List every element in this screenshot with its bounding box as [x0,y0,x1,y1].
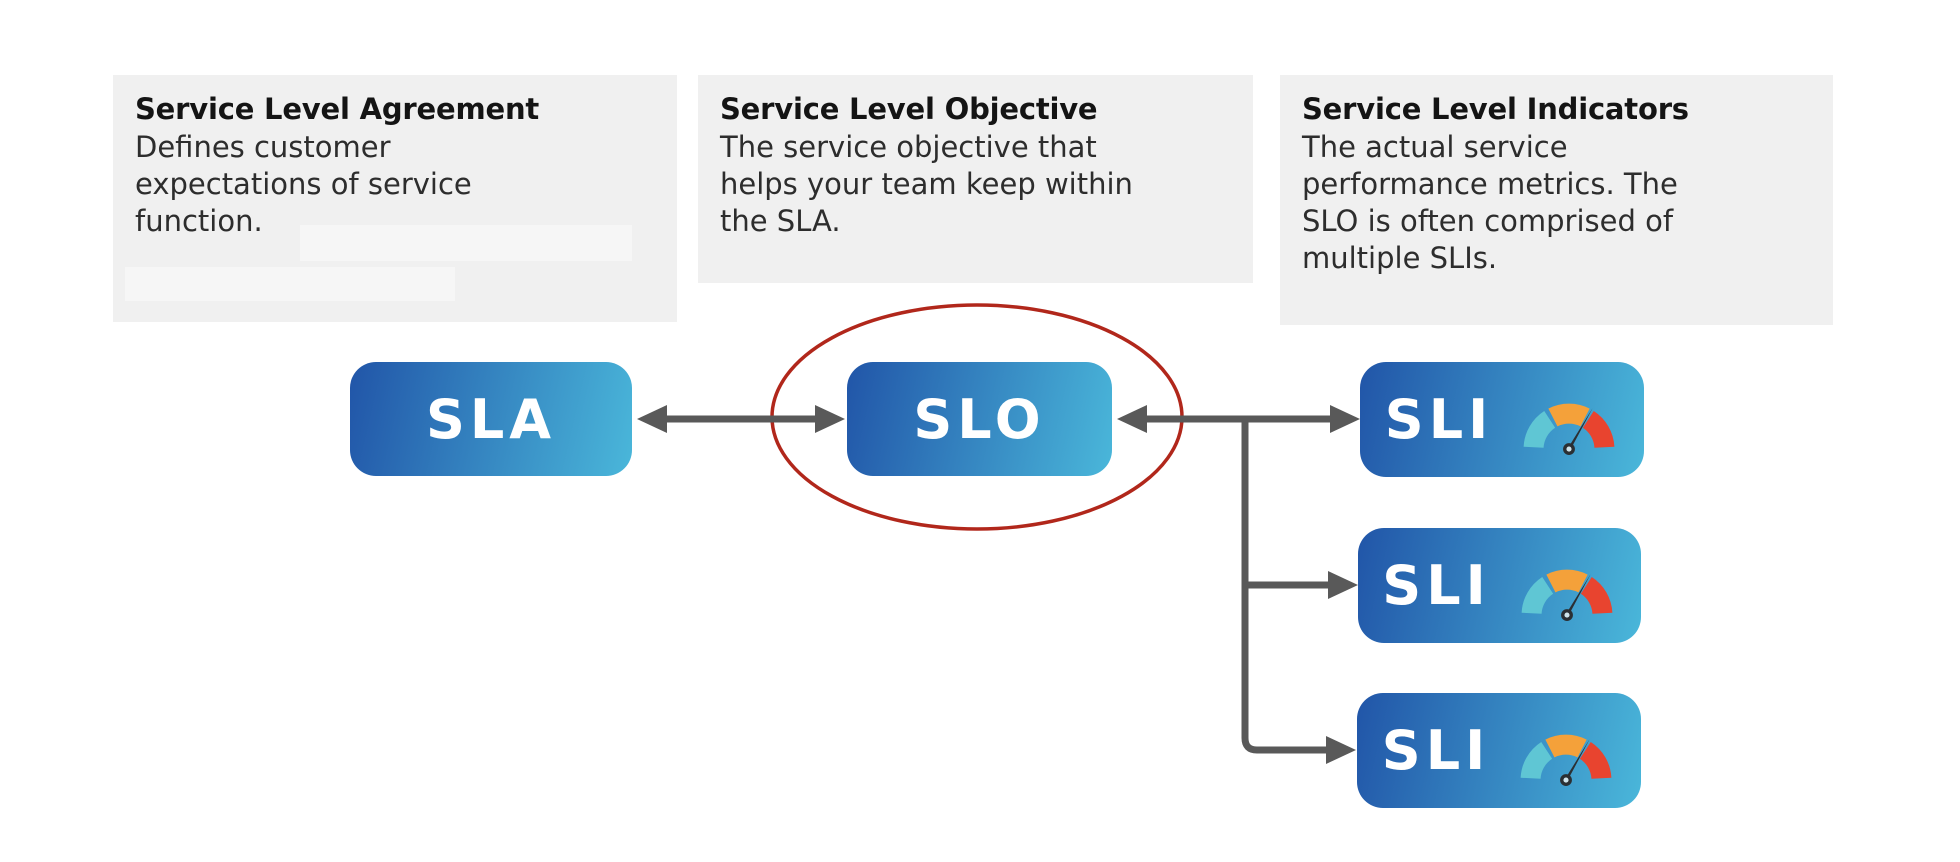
gauge-icon [1521,569,1613,621]
node-sli-3: SLI [1357,693,1641,808]
arrow-sla-slo [637,405,845,433]
gauge-icon [1520,734,1612,786]
node-label: SLI [1381,719,1491,782]
infobox-title: Service Level Indicators [1302,92,1689,126]
node-sla: SLA [350,362,632,476]
arrow-trunk-sli-2 [1245,571,1358,599]
gauge-icon [1523,403,1615,455]
arrow-slo-sli-1 [1117,405,1360,433]
node-label: SLI [1382,554,1491,617]
node-slo: SLO [847,362,1112,476]
infobox-service-level-indicators: Service Level Indicators The actual serv… [1280,75,1833,325]
infobox-service-level-objective: Service Level Objective The service obje… [698,75,1253,283]
infobox-service-level-agreement: Service Level Agreement Defines customer… [113,75,677,322]
node-sli-1: SLI [1360,362,1644,477]
infobox-title: Service Level Objective [720,92,1098,126]
node-sli-2: SLI [1358,528,1641,643]
redacted-area [125,267,455,301]
redacted-area [300,225,632,261]
node-label: SLA [425,387,557,451]
infobox-title: Service Level Agreement [135,92,540,126]
connector-trunk [1241,419,1356,764]
node-label: SLO [913,387,1046,451]
node-label: SLI [1384,388,1494,451]
